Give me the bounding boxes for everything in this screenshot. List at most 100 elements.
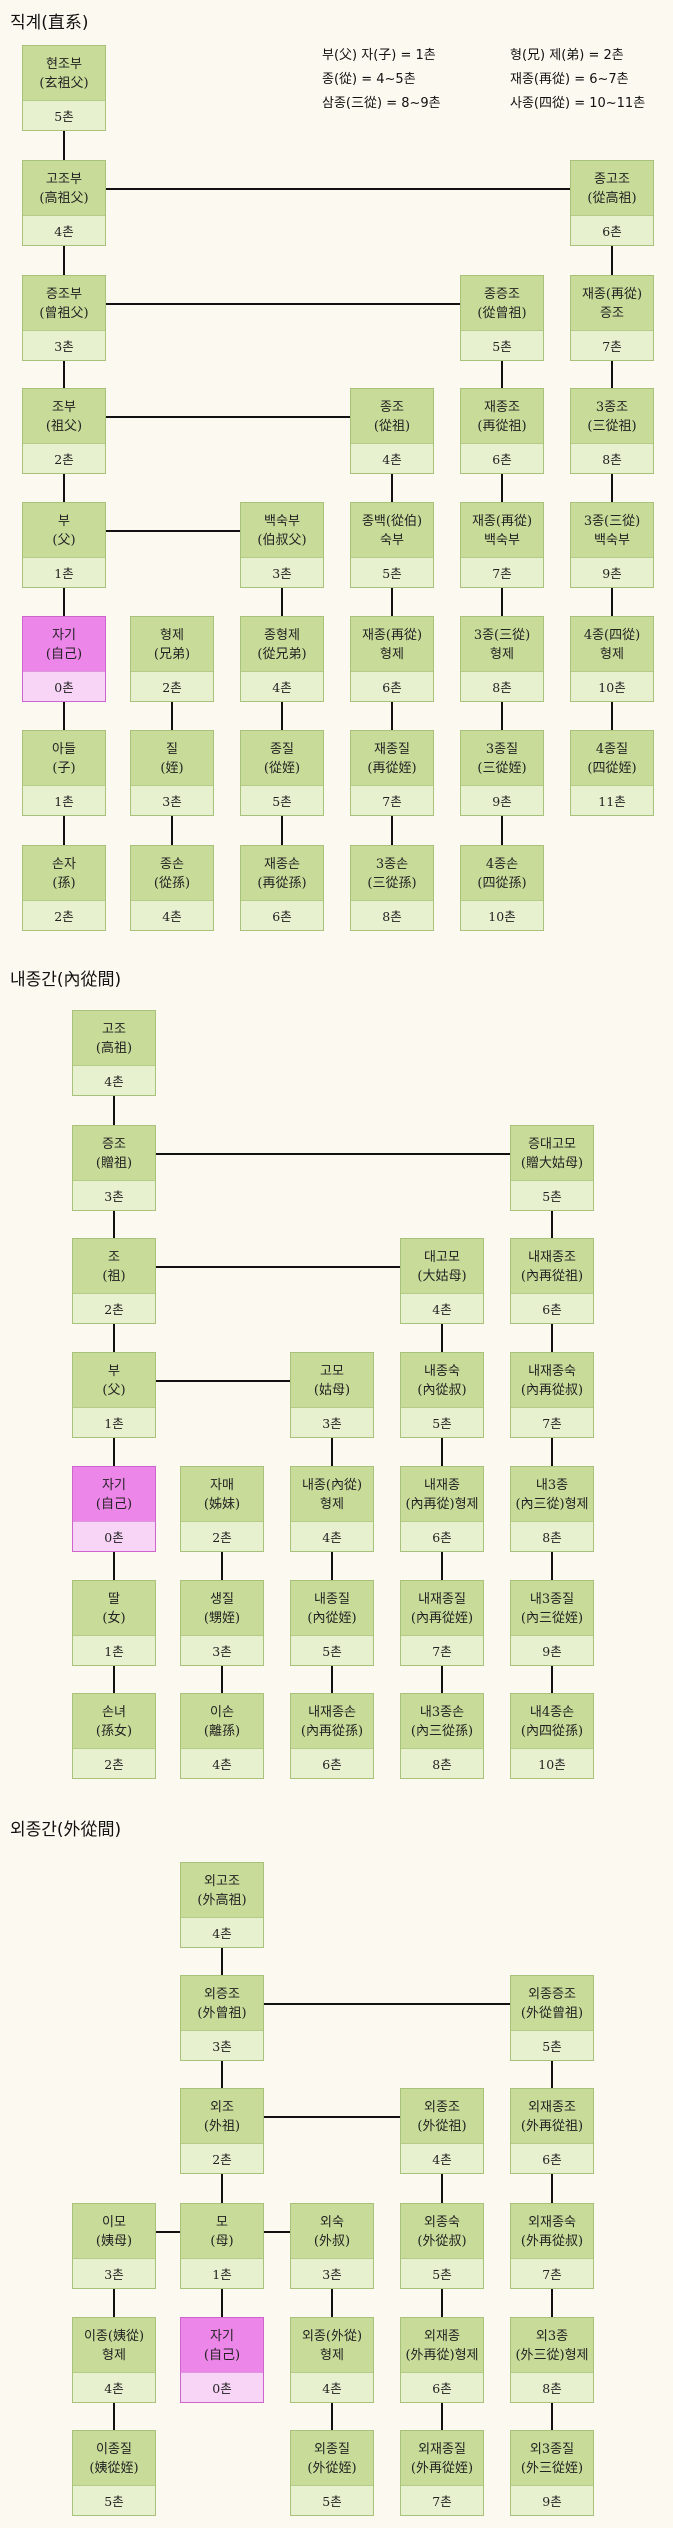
degree-label: 1촌 [73, 1635, 155, 1665]
relation-name: 4종질(四從姪) [571, 731, 653, 787]
relation-title: 외재종 [424, 2329, 460, 2344]
relation-title: 외증조 [204, 1987, 240, 2002]
relation-name: 손자(孫) [23, 846, 105, 902]
connector-line [551, 1211, 553, 1238]
relation-hanja: (三從祖) [587, 419, 637, 434]
relation-title: 종질 [270, 742, 294, 757]
relation-title: 내재종질 [418, 1592, 466, 1607]
relation-name: 내재종 (內再從)형제 [401, 1467, 483, 1523]
relation-hanja: (內從姪) [307, 1611, 357, 1626]
relation-hanja: (甥姪) [203, 1611, 241, 1626]
connector-line [113, 1324, 115, 1352]
relation-hanja: 형제 [600, 647, 624, 662]
connector-line [551, 1666, 553, 1693]
relation-name: 외재종질(外再從姪) [401, 2431, 483, 2487]
legend-item: 부(父) 자(子) = 1촌 [322, 48, 436, 63]
relation-title: 증조부 [46, 287, 82, 302]
relation-title: 외종숙 [424, 2215, 460, 2230]
relation-hanja: (再從孫) [257, 876, 307, 891]
relation-title: 내재종 [424, 1478, 460, 1493]
relative-box: 고조부(高祖父)4촌 [22, 160, 106, 246]
relative-box: 외증조(外曾祖)3촌 [180, 1975, 264, 2061]
relative-box: 3종손(三從孫)8촌 [350, 845, 434, 931]
relation-hanja: (內再從孫) [300, 1724, 364, 1739]
connector-line [264, 2231, 290, 2233]
connector-line [441, 1324, 443, 1352]
relation-title: 외재종조 [528, 2100, 576, 2115]
section-title: 내종간(內從間) [10, 970, 122, 990]
relation-name: 외재종(外再從)형제 [401, 2318, 483, 2374]
relation-title: 생질 [210, 1592, 234, 1607]
relation-hanja: (外三從)형제 [515, 2348, 589, 2363]
relative-box: 조부(祖父)2촌 [22, 388, 106, 474]
relation-title: 형제 [160, 628, 184, 643]
relative-box: 내재종숙(內再從叔)7촌 [510, 1352, 594, 1438]
connector-line [63, 588, 65, 616]
relation-title: 조부 [52, 400, 76, 415]
relation-title: 재종(再從) [581, 287, 643, 302]
relation-hanja: (自己) [203, 2348, 241, 2363]
connector-line [113, 2289, 115, 2317]
relation-name: 3종질(三從姪) [461, 731, 543, 787]
relation-title: 3종(三從) [583, 514, 641, 529]
degree-label: 1촌 [23, 785, 105, 815]
connector-line [391, 702, 393, 730]
degree-label: 9촌 [571, 557, 653, 587]
degree-label: 6촌 [401, 2372, 483, 2402]
relation-title: 내재종조 [528, 1250, 576, 1265]
relation-title: 외3종 [535, 2329, 569, 2344]
relation-hanja: (外三從姪) [520, 2461, 584, 2476]
degree-label: 0촌 [181, 2372, 263, 2402]
relation-title: 외고조 [204, 1874, 240, 1889]
relation-name: 내종숙(內從叔) [401, 1353, 483, 1409]
relation-hanja: (內三從)형제 [515, 1497, 589, 1512]
relation-hanja: (三從姪) [477, 761, 527, 776]
connector-line [106, 416, 350, 418]
degree-label: 8촌 [401, 1748, 483, 1778]
degree-label: 8촌 [461, 671, 543, 701]
relation-name: 내3종(內三從)형제 [511, 1467, 593, 1523]
relative-box: 외재종조(外再從祖)6촌 [510, 2088, 594, 2174]
relative-box: 종증조(從曾祖)5촌 [460, 275, 544, 361]
degree-label: 5촌 [401, 1407, 483, 1437]
relation-title: 자기 [52, 628, 76, 643]
degree-label: 7촌 [511, 2258, 593, 2288]
connector-line [391, 588, 393, 616]
relative-box: 외조(外祖)2촌 [180, 2088, 264, 2174]
relation-name: 부(父) [73, 1353, 155, 1409]
degree-label: 4촌 [291, 2372, 373, 2402]
degree-label: 3촌 [73, 2258, 155, 2288]
relation-title: 내재종손 [308, 1705, 356, 1720]
legend-item: 삼종(三從) = 8~9촌 [322, 96, 441, 111]
relative-box: 현조부(玄祖父)5촌 [22, 45, 106, 131]
degree-label: 10촌 [571, 671, 653, 701]
relation-title: 외종질 [314, 2442, 350, 2457]
relation-hanja: 숙부 [380, 533, 404, 548]
degree-label: 10촌 [511, 1748, 593, 1778]
relative-box: 생질(甥姪)3촌 [180, 1580, 264, 1666]
relation-hanja: (內再從)형제 [405, 1497, 479, 1512]
relation-hanja: 증조 [600, 306, 624, 321]
relation-name: 이종질(姨從姪) [73, 2431, 155, 2487]
relation-hanja: (姪) [160, 761, 184, 776]
connector-line [611, 702, 613, 730]
relation-hanja: (內四從孫) [520, 1724, 584, 1739]
relation-title: 이종질 [96, 2442, 132, 2457]
relation-hanja: (父) [102, 1383, 126, 1398]
connector-line [441, 1438, 443, 1466]
relation-title: 내재종숙 [528, 1364, 576, 1379]
relation-name: 외조(外祖) [181, 2089, 263, 2145]
connector-line [106, 188, 570, 190]
connector-line [331, 1666, 333, 1693]
legend-item: 종(從) = 4~5촌 [322, 72, 416, 87]
relative-box: 내종질(內從姪)5촌 [290, 1580, 374, 1666]
relation-hanja: (從兄弟) [257, 647, 307, 662]
connector-line [331, 1552, 333, 1580]
connector-line [331, 2403, 333, 2430]
relation-hanja: (外叔) [313, 2234, 351, 2249]
relation-hanja: (外再從姪) [410, 2461, 474, 2476]
relation-name: 고조(高祖) [73, 1011, 155, 1067]
